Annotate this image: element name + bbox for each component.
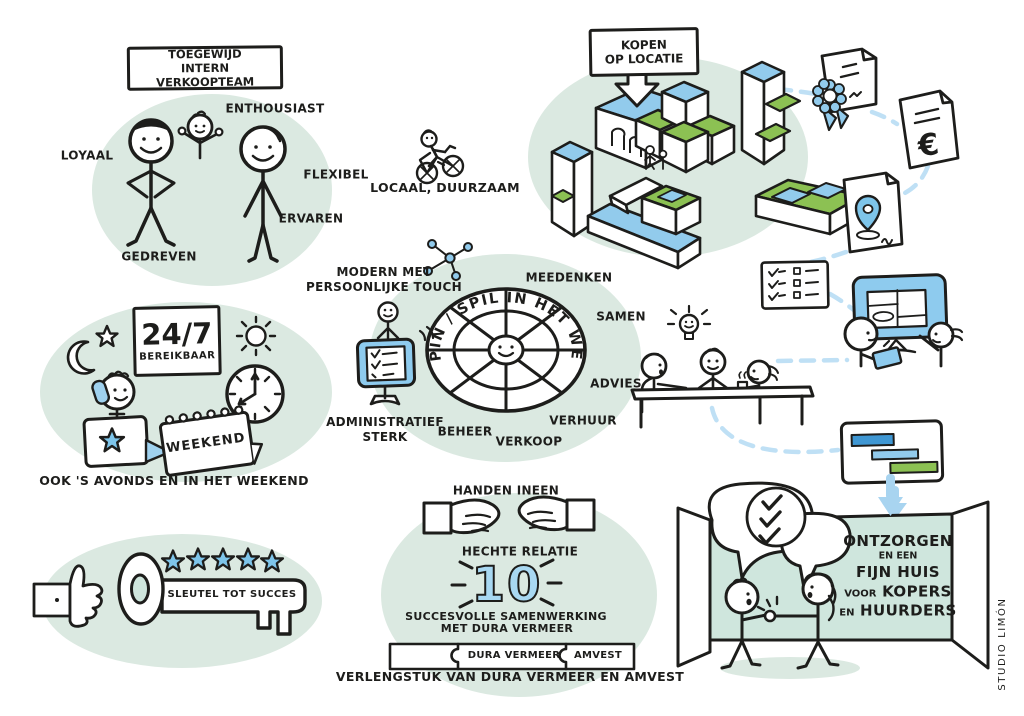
key-caption: SLEUTEL TOT SUCCES: [167, 588, 297, 600]
kopen-title-line2: OP LOCATIE: [604, 51, 684, 67]
result-line3: FIJN HUIS: [856, 563, 940, 581]
partnership-subtitle: HECHTE RELATIE: [461, 544, 579, 559]
panel-down-arrow-icon: [878, 474, 903, 516]
badge-247-sub: BEREIKBAAR: [139, 350, 216, 363]
waving-figure: [376, 301, 400, 362]
label-verkoop: VERKOOP: [495, 434, 563, 449]
partnership-caption: VERLENGSTUK VAN DURA VERMEER EN AMVEST: [335, 669, 685, 685]
euro-symbol: €: [915, 127, 941, 164]
trait-enthousiast: ENTHOUSIAST: [225, 101, 325, 116]
table-meeting-illustration: [630, 304, 815, 429]
team-title-line1: TOEGEWIJD: [168, 46, 242, 62]
team-title-line2: INTERN VERKOOPTEAM: [156, 60, 255, 90]
handshake-couple: [720, 572, 840, 670]
location-document-icon: [842, 171, 904, 254]
trait-flexibel: FLEXIBEL: [303, 167, 369, 182]
team-figures: [126, 110, 287, 263]
label-samen: SAMEN: [596, 309, 646, 324]
lightbulb-icon: [666, 304, 712, 340]
euro-document-icon: €: [898, 89, 960, 170]
puzzle-label-amvest: AMVEST: [573, 649, 623, 661]
certificate-document-icon: [812, 47, 878, 132]
score-ten: 10: [472, 557, 543, 613]
trait-loyaal: LOYAAL: [60, 148, 114, 163]
puzzle-pieces-icon: [388, 642, 636, 671]
label-beheer: BEHEER: [437, 424, 493, 439]
sun-icon: [235, 315, 277, 357]
puzzle-label-dura-vermeer: DURA VERMEER: [467, 649, 561, 661]
studio-credit: STUDIO LIMÓN: [996, 597, 1008, 691]
result-line5: EN HUURDERS: [839, 601, 957, 620]
trait-gedreven: GEDREVEN: [121, 249, 197, 264]
team-title-box: TOEGEWIJD INTERN VERKOOPTEAM: [126, 45, 284, 91]
speech-bubbles: [707, 481, 852, 590]
local-caption: LOCAAL, DUURZAAM: [370, 180, 520, 196]
key-icon: [117, 552, 307, 636]
admin-monitor-icon: [355, 325, 435, 406]
badge-247: 24/7 BEREIKBAAR: [132, 305, 222, 377]
result-line1: ONTZORGEN: [843, 532, 953, 550]
partnership-line2: MET DURA VERMEER: [440, 622, 574, 636]
label-advies: ADVIES: [590, 376, 642, 391]
label-meedenken: MEEDENKEN: [525, 270, 613, 285]
tiny-people-icon: [644, 145, 668, 170]
score-rays: [450, 558, 563, 609]
weekend-calendar-icon: [158, 405, 264, 477]
screen-meeting-illustration: [843, 273, 964, 370]
bicycle-icon: [415, 129, 465, 185]
handshake-hands-icon: [422, 495, 596, 535]
result-line4: VOOR KOPERS: [844, 582, 952, 601]
partnership-title: HANDEN INEEN: [452, 483, 560, 498]
network-icon: [423, 239, 473, 281]
checklist-card-icon: [760, 260, 830, 310]
kopen-title-box: KOPEN OP LOCATIE: [588, 27, 700, 77]
availability-caption: OOK 'S AVONDS EN IN HET WEEKEND: [39, 473, 309, 489]
result-line2: EN EEN: [878, 550, 918, 562]
partnership-line1: SUCCESVOLLE SAMENWERKING: [405, 610, 607, 624]
trait-ervaren: ERVAREN: [278, 211, 344, 226]
buildings-illustration: [550, 60, 864, 270]
thumbs-up-hand: [32, 564, 104, 628]
moon-icon: [66, 340, 96, 375]
kopen-title-line1: KOPEN: [620, 37, 667, 53]
badge-247-number: 24/7: [140, 316, 213, 352]
planning-card-icon: [839, 419, 945, 485]
label-verhuur: VERHUUR: [549, 413, 617, 428]
